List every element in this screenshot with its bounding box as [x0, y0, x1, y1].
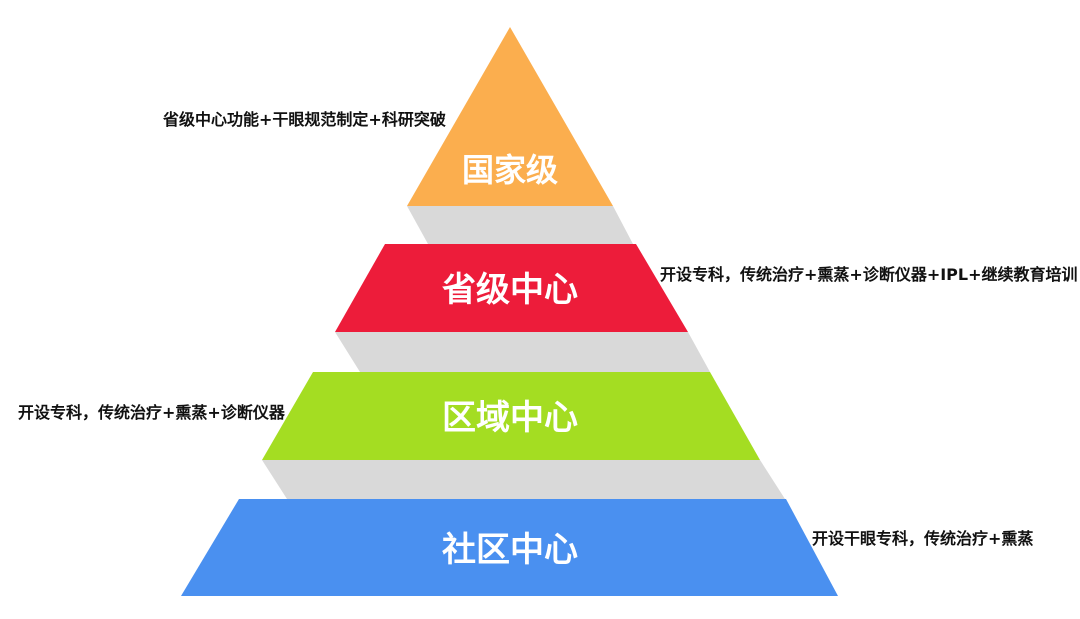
tier-provincial-description: 开设专科，传统治疗+熏蒸+诊断仪器+IPL+继续教育培训: [660, 265, 1078, 284]
connector-band-1: [407, 206, 633, 244]
tier-provincial-shape: [335, 244, 688, 332]
tier-regional-label: 区域中心: [442, 398, 578, 438]
tier-provincial-label: 省级中心: [442, 270, 578, 310]
connector-band-2: [335, 332, 710, 372]
tier-national-label: 国家级: [462, 151, 558, 189]
tier-national-shape: [407, 27, 613, 206]
tier-community-description: 开设干眼专科，传统治疗+熏蒸: [812, 529, 1034, 548]
tier-community-label: 社区中心: [442, 530, 578, 570]
connector-band-3: [262, 460, 785, 499]
tier-national-description: 省级中心功能+干眼规范制定+科研突破: [163, 110, 446, 129]
tier-community-shape: [181, 499, 838, 596]
tier-regional-shape: [262, 372, 760, 460]
tier-regional-description: 开设专科，传统治疗+熏蒸+诊断仪器: [18, 403, 285, 422]
